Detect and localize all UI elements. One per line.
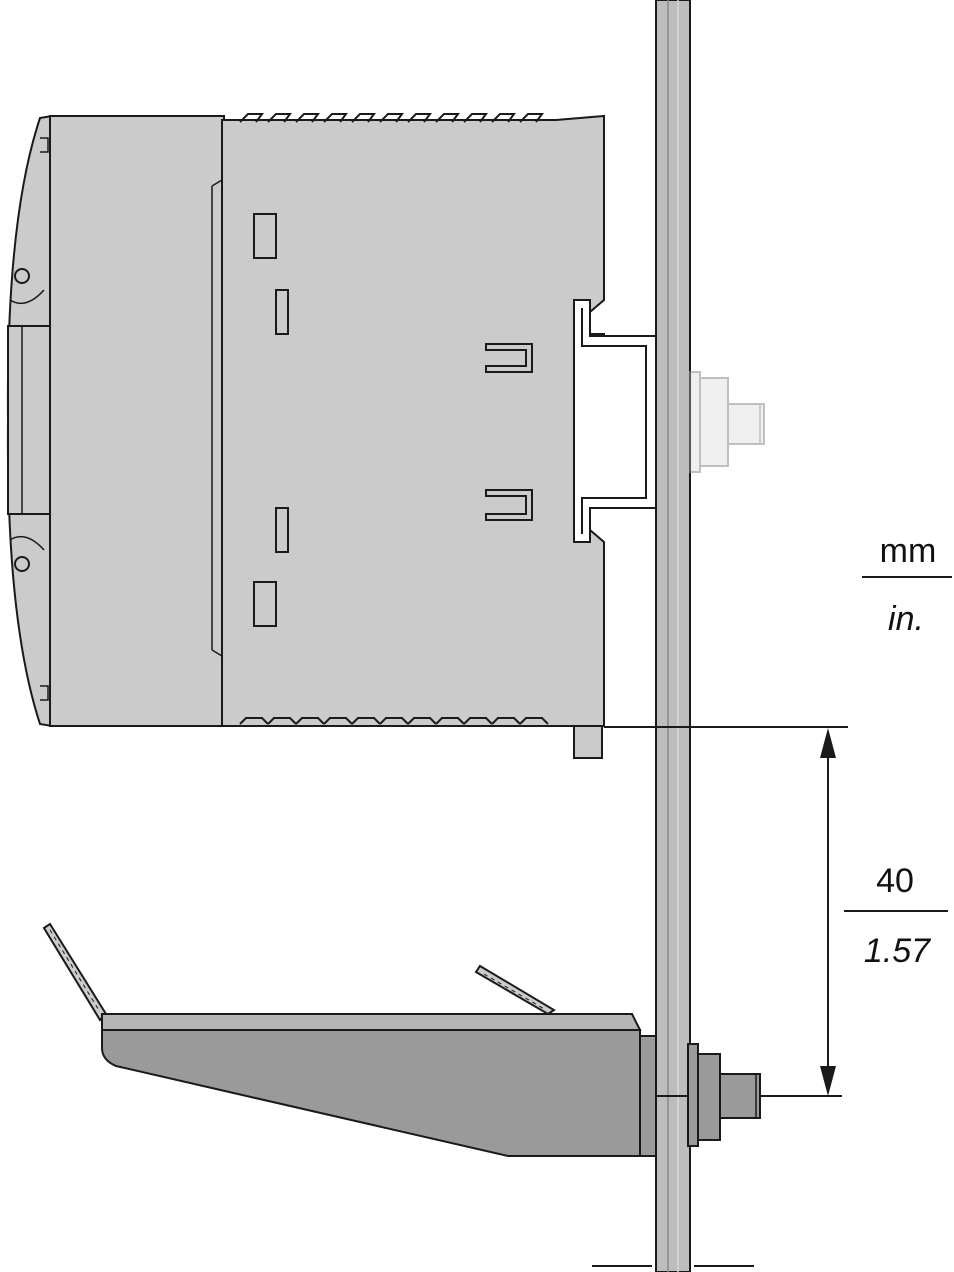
- dimension-arrow-down-icon: [820, 1066, 836, 1096]
- dimension-group: 40 1.57 mm in.: [572, 532, 952, 1097]
- dimension-value-mm: 40: [876, 862, 914, 900]
- dimension-value-in: 1.57: [864, 932, 931, 970]
- mounting-rail: [592, 0, 754, 1272]
- unit-label-in: in.: [888, 600, 924, 638]
- dimension-arrow-up-icon: [820, 728, 836, 758]
- controller-module: [6, 113, 657, 759]
- bracket-fastener: [687, 1043, 761, 1147]
- support-bracket: [42, 922, 657, 1157]
- unit-label-mm: mm: [880, 532, 937, 570]
